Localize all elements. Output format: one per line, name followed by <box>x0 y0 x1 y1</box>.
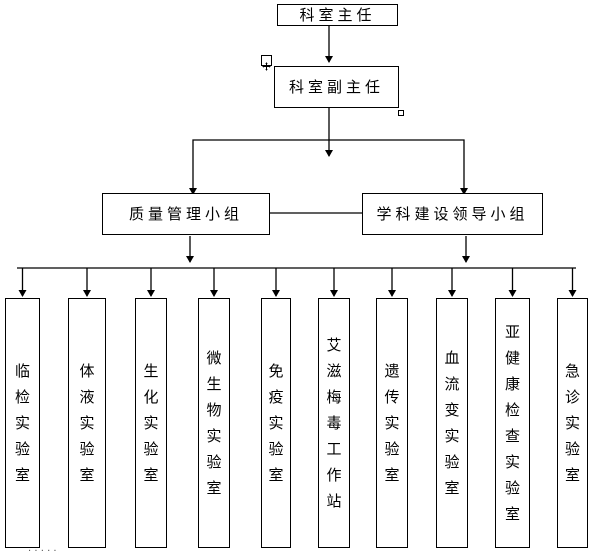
lab-box: 遗传实验室 <box>376 298 408 548</box>
lab-label: 微生物实验室 <box>206 349 222 497</box>
lab-label: 艾滋梅毒工作站 <box>326 336 342 510</box>
lab-box: 血流变实验室 <box>436 298 468 548</box>
lab-box: 体液实验室 <box>68 298 106 548</box>
director-label: 科室主任 <box>299 6 376 24</box>
lab-box: 生化实验室 <box>135 298 167 548</box>
line-branch-groups-right <box>329 139 468 195</box>
director-box: 科室主任 <box>277 4 398 26</box>
lab-label: 亚健康检查实验室 <box>504 323 520 523</box>
lab-box: 亚健康检查实验室 <box>495 298 530 548</box>
lab-box: 急诊实验室 <box>557 298 588 548</box>
lab-label: 急诊实验室 <box>564 362 580 484</box>
move-arrows-icon <box>262 62 271 71</box>
cropped-text-bottom: · · · · · <box>28 546 57 557</box>
lab-box: 艾滋梅毒工作站 <box>318 298 350 548</box>
lab-label: 生化实验室 <box>143 362 159 484</box>
lab-box: 临检实验室 <box>5 298 40 548</box>
discipline-group-box: 学科建设领导小组 <box>362 193 543 235</box>
lab-label: 体液实验室 <box>79 362 95 484</box>
lab-box: 免疫实验室 <box>261 298 291 548</box>
line-branch-groups <box>189 139 329 195</box>
cropped-text-top: · · · · · <box>30 0 59 5</box>
move-handle-icon[interactable] <box>261 55 272 71</box>
lab-label: 血流变实验室 <box>444 349 460 497</box>
quality-group-box: 质量管理小组 <box>102 193 270 235</box>
lab-label: 遗传实验室 <box>384 362 400 484</box>
resize-handle-icon[interactable] <box>398 110 404 116</box>
quality-group-label: 质量管理小组 <box>128 205 243 223</box>
lab-label: 免疫实验室 <box>268 362 284 484</box>
discipline-group-label: 学科建设领导小组 <box>376 205 529 223</box>
lab-box: 微生物实验室 <box>198 298 230 548</box>
deputy-box[interactable]: 科室副主任 <box>274 66 399 108</box>
deputy-label: 科室副主任 <box>288 78 384 96</box>
lab-label: 临检实验室 <box>14 362 30 484</box>
